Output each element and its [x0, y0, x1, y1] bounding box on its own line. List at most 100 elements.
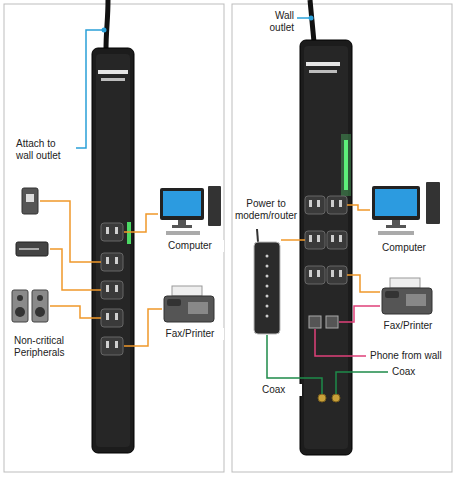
label-slot: Computer: [156, 240, 224, 252]
label-slot: Coax: [392, 366, 432, 378]
callout-label: Coax: [392, 366, 432, 378]
modem-icon: [254, 229, 280, 334]
phone-jack: [309, 316, 321, 328]
outlet: [101, 253, 123, 271]
fax-icon: [188, 302, 208, 314]
computer-icon: [178, 220, 186, 225]
outlet: [101, 223, 123, 355]
computer-icon: [378, 231, 414, 235]
panel-frame: [4, 4, 224, 472]
outlet-slot: [339, 235, 342, 242]
power-wire: [40, 201, 101, 262]
fax-icon: [390, 278, 420, 288]
modem-icon: [266, 285, 269, 288]
outlet-slot: [106, 257, 109, 264]
computer-icon: [375, 189, 417, 216]
power-cord: [106, 0, 108, 50]
peripheral-icon: [16, 242, 48, 256]
callout-label: Computer: [370, 242, 438, 254]
leader-line: [76, 18, 309, 148]
outlet-slot: [309, 200, 342, 277]
power-strip: [96, 54, 130, 447]
fax-icon: [406, 294, 426, 306]
fax-icon: [164, 286, 214, 322]
computer-icon: [160, 188, 204, 220]
leader-dot: [309, 16, 314, 21]
power-strip: [98, 70, 128, 74]
fax-icon: [382, 288, 432, 314]
outlet: [305, 231, 325, 249]
power-strip: [341, 134, 351, 196]
callout-label: Computer: [156, 240, 224, 252]
outlet-slot: [106, 313, 109, 320]
peripheral-icon: [12, 188, 48, 322]
outlet-slot: [339, 270, 342, 277]
power-cord: [310, 0, 314, 42]
label-slot: Computer: [370, 242, 438, 254]
label-slot: Power to modem/router: [234, 198, 298, 222]
power-strip: [309, 70, 337, 73]
outlet: [327, 196, 347, 214]
outlet: [327, 231, 347, 249]
peripheral-icon: [19, 248, 39, 250]
outlet: [101, 337, 123, 355]
outlet-slot: [339, 200, 342, 207]
coax-connector: [318, 394, 340, 402]
computer-icon: [208, 186, 221, 226]
outlet-slot: [115, 341, 118, 348]
outlet-slot: [331, 235, 334, 242]
label-slot: Coax: [262, 384, 302, 396]
outlet: [101, 281, 123, 299]
outlet: [101, 223, 123, 241]
peripheral-icon: [15, 307, 25, 317]
outlet-slot: [115, 257, 118, 264]
leader-line: [76, 30, 103, 148]
label-slot: Phone from wall: [370, 350, 450, 362]
computer-icon: [163, 191, 201, 216]
fax-icon: [172, 286, 202, 296]
outlet-slot: [106, 227, 118, 348]
power-strip: [92, 48, 134, 453]
computer-icon: [386, 225, 406, 228]
callout-label: Non-critical Peripherals: [14, 335, 86, 359]
peripheral-icon: [26, 194, 34, 202]
outlet-slot: [309, 270, 312, 277]
power-strip: [344, 140, 348, 190]
coax-connector: [332, 394, 340, 402]
power-strip: [300, 40, 352, 455]
callout-label: Attach to wall outlet: [16, 138, 74, 162]
label-slot: Fax/Printer: [374, 320, 442, 332]
outlet-slot: [331, 270, 334, 277]
panel-frame: [232, 4, 452, 472]
computer-icon: [392, 220, 400, 225]
power-wire: [124, 214, 158, 232]
coax-connector: [318, 394, 326, 402]
callout-label: Fax/Printer: [156, 328, 224, 340]
fax-icon: [164, 296, 214, 322]
panel-frame: [4, 4, 452, 472]
power-strip: [300, 40, 352, 455]
modem-icon: [266, 255, 269, 258]
modem-icon: [266, 315, 269, 318]
outlet-slot: [317, 200, 320, 207]
outlet-slot: [317, 235, 320, 242]
callout-label: Phone from wall: [370, 350, 450, 362]
outlet: [327, 266, 347, 284]
fax-icon: [167, 299, 181, 306]
power-wire: [50, 249, 101, 290]
coax-wire: [336, 372, 388, 394]
outlet-slot: [309, 200, 312, 207]
outlet: [101, 309, 123, 327]
peripheral-icon: [32, 290, 48, 322]
label-slot: Wall outlet: [258, 10, 294, 34]
power-wire: [281, 239, 305, 241]
outlet-slot: [309, 235, 312, 242]
power-cord: [310, 0, 314, 42]
power-strip: [127, 222, 131, 244]
outlet-slot: [106, 227, 109, 234]
phone-wire: [315, 329, 366, 356]
outlet-slot: [331, 200, 334, 207]
power-wire: [40, 201, 380, 346]
label-slot: Fax/Printer: [156, 328, 224, 340]
power-wire: [50, 306, 101, 318]
